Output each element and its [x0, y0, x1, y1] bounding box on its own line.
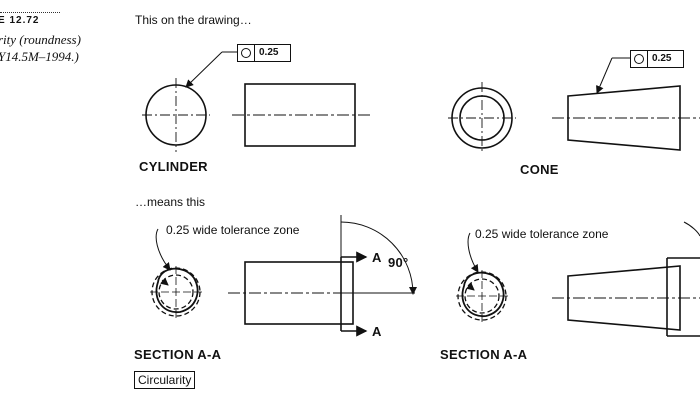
drawing-heading: This on the drawing… [135, 13, 252, 27]
cone-side-view [567, 85, 681, 151]
section-title-left: SECTION A-A [134, 347, 222, 362]
circularity-label-box: Circularity [134, 371, 196, 389]
actual-profile [155, 267, 199, 313]
cylinder-label: CYLINDER [139, 159, 208, 174]
tolerance-zone-inner-cone [464, 278, 500, 314]
section-title-right: SECTION A-A [440, 347, 528, 362]
fcf-cylinder-value: 0.25 [259, 47, 279, 58]
fcf-cone: 0.25 [630, 50, 684, 68]
caption-line-2: Y14.5M–1994.) [0, 49, 79, 64]
angle-label: 90° [388, 255, 409, 270]
fcf-cone-value: 0.25 [652, 53, 672, 64]
caption-line-1: rity (roundness) [0, 32, 81, 47]
figure-number: E 12.72 [0, 15, 40, 26]
tolerance-zone-label-left: 0.25 wide tolerance zone [166, 223, 300, 237]
fcf-cylinder: 0.25 [237, 44, 291, 62]
cone-meaning-view [567, 265, 681, 331]
actual-profile-cone [461, 271, 505, 317]
circularity-icon [631, 51, 648, 67]
tolerance-zone-label-right: 0.25 wide tolerance zone [475, 227, 609, 241]
tolerance-zone-inner [158, 274, 194, 310]
section-label-a-top: A [372, 250, 382, 265]
circularity-icon [238, 45, 255, 61]
meaning-heading: …means this [135, 195, 206, 209]
section-label-a-bottom: A [372, 324, 382, 339]
caption-rule [0, 12, 60, 13]
cone-label: CONE [520, 162, 559, 177]
